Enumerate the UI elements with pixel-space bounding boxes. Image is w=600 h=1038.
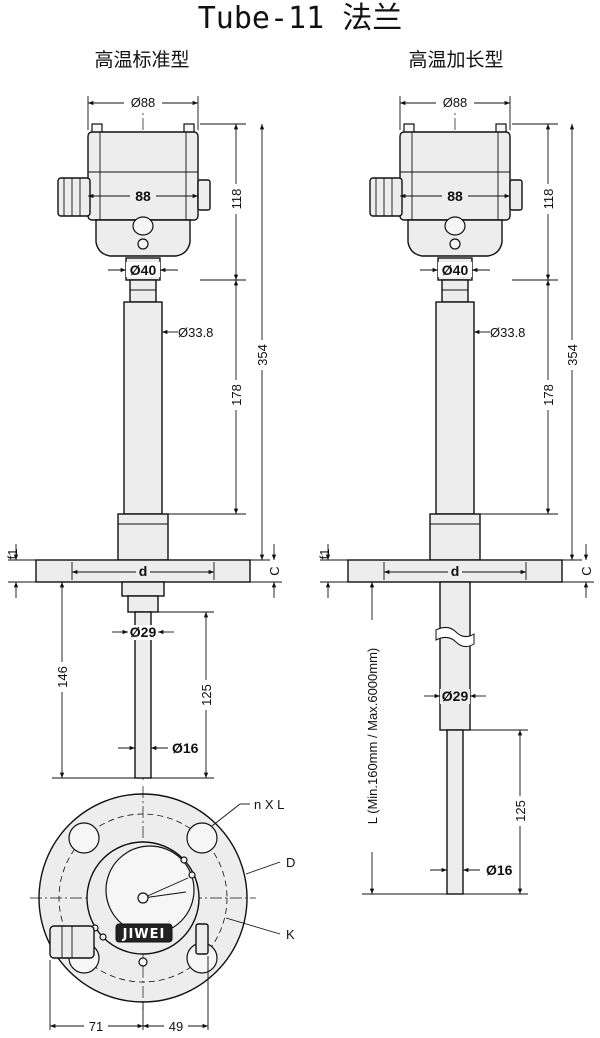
left-housing [87, 131, 199, 221]
left-nut [129, 279, 157, 303]
right-cable-gland [369, 177, 403, 217]
right-tube [435, 301, 475, 515]
right-view-title: 高温加长型 [408, 49, 503, 71]
left-screw [137, 238, 149, 250]
left-dim-flange-thickness: f1 [5, 549, 20, 560]
left-sensor-view: Ø88 88 Ø40 Ø33.8 118 178 354 C [5, 95, 282, 780]
right-probe-tube [439, 581, 471, 731]
left-dim-tube-diameter: Ø33.8 [178, 325, 213, 340]
right-dim-tube-length: 178 [541, 384, 556, 406]
left-side-plug [197, 179, 211, 211]
right-housing [399, 131, 511, 221]
label-flange-outer: D [286, 855, 295, 870]
left-dim-total-height: 354 [255, 344, 270, 366]
right-dim-probe-rod: 125 [513, 800, 528, 822]
left-lower-housing [95, 219, 191, 257]
right-dim-probe-lower-diameter: Ø16 [486, 862, 513, 878]
bolt-hole-top-left [68, 822, 100, 854]
dim-bottom-left-offset: 71 [89, 1019, 103, 1034]
left-probe-upper [127, 595, 159, 613]
drawing-title: Tube-11 法兰 [198, 1, 403, 36]
left-dim-seal-diameter: d [139, 563, 148, 579]
left-view-title: 高温标准型 [94, 49, 189, 71]
label-bolt-holes: n X L [254, 797, 284, 812]
brand-logo-plate [115, 923, 173, 943]
left-indicator [132, 216, 154, 236]
left-dim-flange-height: C [267, 566, 282, 575]
right-dim-flange-height: C [579, 566, 594, 575]
right-sensor-view: Ø88 88 Ø40 Ø33.8 118 178 354 C [317, 95, 594, 895]
left-dim-housing-diameter: Ø88 [131, 95, 156, 110]
left-dim-housing-height: 118 [229, 189, 244, 210]
left-cable-gland [57, 177, 91, 217]
right-break-symbol [435, 626, 475, 648]
left-dim-tube-length: 178 [229, 384, 244, 406]
right-dim-housing-diameter: Ø88 [443, 95, 468, 110]
dim-bottom-right-offset: 49 [169, 1019, 183, 1034]
left-dim-housing-width: 88 [135, 188, 151, 204]
right-lower-housing [407, 219, 503, 257]
right-dim-neck-diameter: Ø40 [442, 262, 469, 278]
right-dim-housing-height: 118 [541, 189, 556, 210]
right-dim-seal-diameter: d [451, 563, 460, 579]
left-probe-collar [121, 581, 165, 597]
left-dim-neck-diameter: Ø40 [130, 262, 157, 278]
left-tube-base [117, 513, 169, 561]
left-tube [123, 301, 163, 515]
left-dim-probe-rod: 125 [199, 684, 214, 706]
left-dim-probe-upper-diameter: Ø29 [130, 624, 157, 640]
right-dim-flange-thickness: f1 [317, 549, 332, 560]
brand-logo-text: JIWEI [122, 927, 166, 942]
right-probe-rod [446, 729, 464, 895]
right-dim-tube-diameter: Ø33.8 [490, 325, 525, 340]
label-bolt-circle: K [286, 927, 295, 942]
left-dim-probe-total: 146 [55, 666, 70, 688]
bolt-hole-top-right [186, 822, 218, 854]
right-dim-total-height: 354 [565, 344, 580, 366]
right-dim-extended-length: L (Min.160mm / Max.6000mm) [365, 648, 380, 825]
flange-top-view: JIWEI n X L D K 71 49 [30, 786, 295, 1034]
left-dim-probe-lower-diameter: Ø16 [172, 740, 199, 756]
right-dim-housing-width: 88 [447, 188, 463, 204]
right-dim-probe-upper-diameter: Ø29 [442, 688, 469, 704]
